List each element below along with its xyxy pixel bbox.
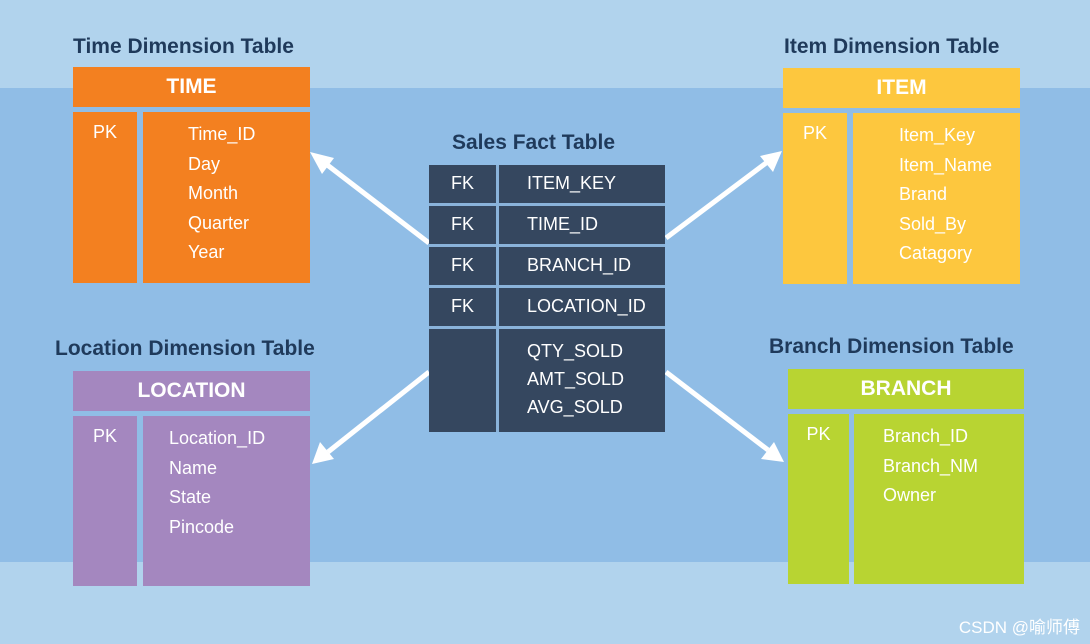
branch-section-title: Branch Dimension Table — [769, 335, 1014, 358]
field-item: Quarter — [188, 212, 250, 233]
field-item: Item_Name — [899, 154, 993, 175]
branch-dimension-table: BRANCH PK Branch_ID Branch_NM Owner — [788, 369, 1024, 584]
field-item: Branch_ID — [883, 426, 969, 446]
field-item: Brand — [899, 184, 948, 204]
item-fields: Item_Key Item_Name Brand Sold_By Catagor… — [853, 113, 1020, 284]
field-item: State — [169, 487, 212, 507]
branch-fields: Branch_ID Branch_NM Owner — [854, 414, 1024, 584]
fact-field: TIME_ID — [499, 206, 665, 244]
pk-label: PK — [92, 122, 117, 142]
arrow-to-location-head — [312, 442, 334, 464]
field-item: Owner — [883, 485, 937, 505]
fact-measures-row: QTY_SOLD AMT_SOLD AVG_SOLD — [429, 329, 665, 432]
fact-field: ITEM_KEY — [499, 165, 665, 203]
field-item: Month — [188, 183, 239, 203]
arrow-to-time — [324, 162, 431, 245]
branch-pk-column: PK — [788, 414, 849, 584]
item-pk-column: PK — [783, 113, 847, 284]
time-dimension-table: TIME PK Time_ID Day Month Quarter Year — [73, 67, 310, 283]
time-pk-column: PK — [73, 112, 137, 283]
fact-field: LOCATION_ID — [499, 288, 665, 326]
item-table-header: ITEM — [783, 68, 1020, 108]
location-dimension-table: LOCATION PK Location_ID Name State Pinco… — [73, 371, 310, 586]
field-item: Sold_By — [899, 213, 967, 234]
arrow-to-branch — [664, 370, 770, 452]
field-item: Item_Key — [899, 125, 976, 145]
watermark-text: CSDN @喻师傅 — [958, 618, 1080, 637]
location-pk-column: PK — [73, 416, 137, 586]
measure-field: AMT_SOLD — [527, 369, 625, 389]
location-table-header: LOCATION — [73, 371, 310, 411]
fk-empty-cell — [429, 329, 496, 432]
field-item: Time_ID — [188, 124, 256, 144]
item-section-title: Item Dimension Table — [784, 35, 1000, 58]
item-dimension-table: ITEM PK Item_Key Item_Name Brand Sold_By… — [783, 68, 1020, 284]
measure-field: AVG_SOLD — [527, 397, 623, 417]
field-item: Catagory — [899, 243, 973, 263]
location-section-title: Location Dimension Table — [55, 337, 315, 360]
fact-row: FK BRANCH_ID — [429, 247, 665, 285]
time-table-header: TIME — [73, 67, 310, 107]
fact-section-title: Sales Fact Table — [452, 131, 616, 154]
field-item: Year — [188, 242, 225, 262]
fact-row: FK LOCATION_ID — [429, 288, 665, 326]
fact-row: FK ITEM_KEY — [429, 165, 665, 203]
sales-fact-table: FK ITEM_KEY FK TIME_ID FK BRANCH_ID FK L… — [429, 165, 665, 432]
fact-field: BRANCH_ID — [499, 247, 665, 285]
arrow-to-item — [664, 161, 768, 240]
field-item: Day — [188, 153, 221, 174]
time-section-title: Time Dimension Table — [73, 35, 294, 58]
arrow-to-item-head — [760, 151, 782, 172]
pk-label: PK — [802, 123, 827, 143]
fk-label: FK — [429, 206, 496, 244]
pk-label: PK — [92, 426, 117, 446]
field-item: Location_ID — [169, 428, 266, 448]
field-item: Branch_NM — [883, 455, 979, 476]
arrow-to-location — [326, 370, 431, 454]
location-fields: Location_ID Name State Pincode — [143, 416, 310, 586]
arrow-to-time-head — [310, 152, 334, 174]
field-item: Name — [169, 457, 218, 478]
fk-label: FK — [429, 288, 496, 326]
fk-label: FK — [429, 165, 496, 203]
time-fields: Time_ID Day Month Quarter Year — [143, 112, 310, 283]
branch-table-header: BRANCH — [788, 369, 1024, 409]
fact-row: FK TIME_ID — [429, 206, 665, 244]
fact-measures: QTY_SOLD AMT_SOLD AVG_SOLD — [499, 329, 665, 432]
field-item: Pincode — [169, 516, 235, 537]
measure-field: QTY_SOLD — [527, 341, 624, 361]
pk-label: PK — [806, 424, 831, 444]
fk-label: FK — [429, 247, 496, 285]
arrow-to-branch-head — [761, 442, 784, 462]
